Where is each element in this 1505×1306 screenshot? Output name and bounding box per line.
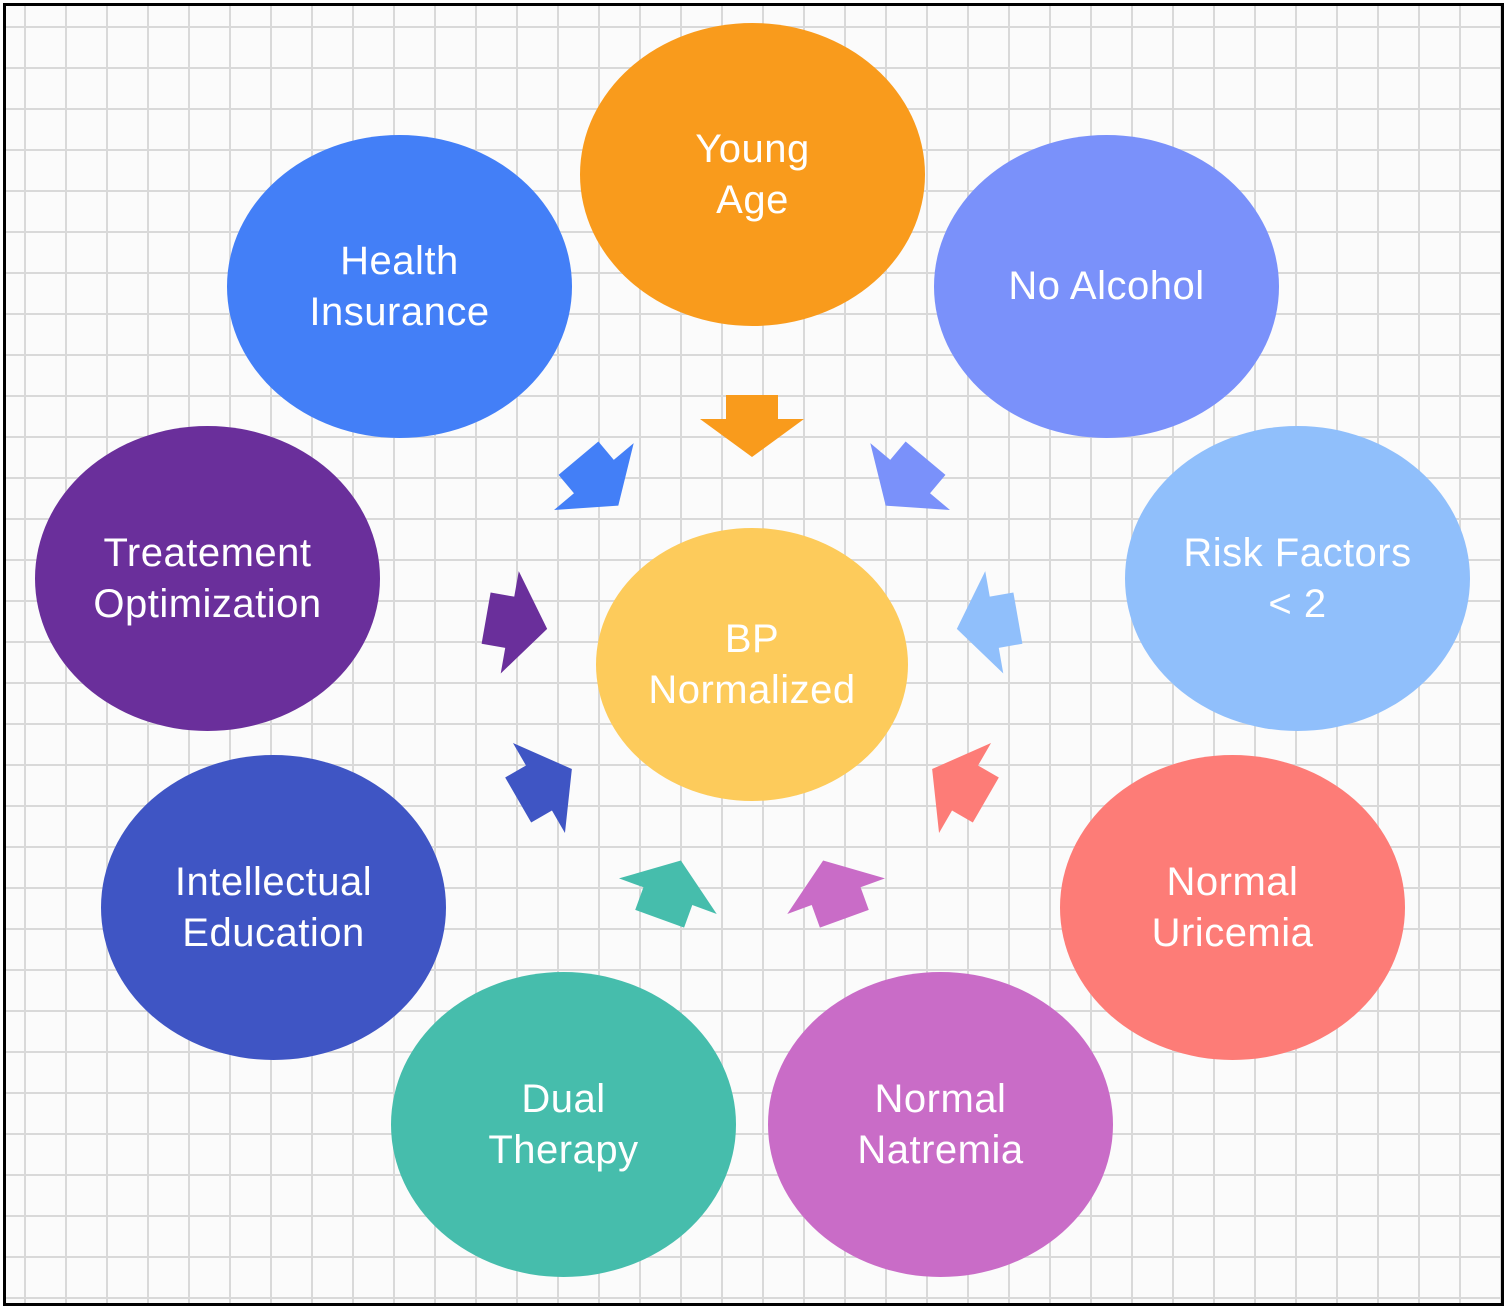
node-health-insurance: Health Insurance	[227, 135, 572, 438]
arrow-young-age	[700, 395, 804, 457]
node-normal-natremia: Normal Natremia	[768, 972, 1113, 1277]
node-bp-normalized: BP Normalized	[596, 528, 908, 801]
node-label: Intellectual Education	[174, 859, 373, 955]
node-intellectual-education: Intellectual Education	[101, 755, 446, 1060]
node-young-age: Young Age	[580, 23, 925, 326]
node-label: No Alcohol	[1008, 264, 1205, 308]
node-risk-factors: Risk Factors < 2	[1125, 426, 1470, 731]
arrow-risk-factors	[956, 571, 1023, 674]
node-label: Normal Uricemia	[1151, 859, 1314, 955]
arrow-intellectual-education	[505, 742, 572, 834]
center-label: BP Normalized	[648, 616, 856, 712]
node-label: Risk Factors < 2	[1183, 530, 1412, 626]
node-dual-therapy: Dual Therapy	[391, 972, 736, 1277]
node-normal-uricemia: Normal Uricemia	[1060, 755, 1405, 1060]
arrow-normal-uricemia	[932, 742, 999, 834]
node-label: Young Age	[695, 126, 810, 222]
node-label: Dual Therapy	[488, 1076, 639, 1172]
arrow-normal-natremia	[787, 860, 886, 928]
arrow-dual-therapy	[618, 860, 717, 928]
arrow-treatment-optimization	[481, 571, 548, 674]
node-treatment-optimization: Treatement Optimization	[35, 426, 380, 731]
arrow-health-insurance	[554, 441, 634, 510]
node-label: Health Insurance	[309, 238, 490, 334]
arrow-no-alcohol	[870, 441, 950, 510]
node-label: Treatement Optimization	[93, 530, 322, 626]
node-no-alcohol: No Alcohol	[934, 135, 1279, 438]
node-label: Normal Natremia	[857, 1076, 1024, 1172]
